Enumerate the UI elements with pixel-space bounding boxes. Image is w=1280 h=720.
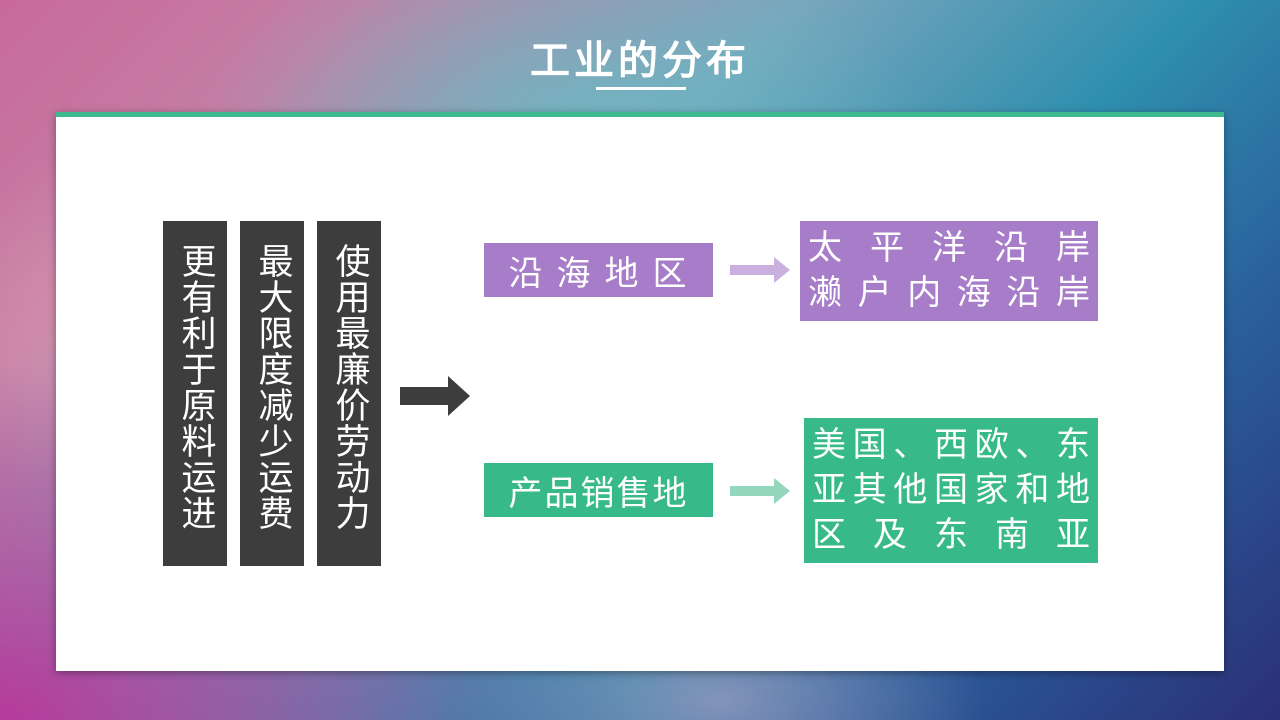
content-panel: 更有利于原料运进 最大限度减少运费 使用最廉价劳动力 沿海地区 太平洋沿岸 濑户…: [56, 112, 1224, 671]
destination-line-3: 区及东南亚: [812, 515, 1117, 555]
category-coastal: 沿海地区: [484, 243, 713, 297]
title-underline: [596, 87, 686, 90]
arrow-right-icon: [400, 376, 470, 416]
destination-line-1: 太平洋沿岸: [808, 228, 1118, 268]
arrow-right-icon: [730, 257, 790, 283]
reason-text: 更有利于原料运进: [175, 243, 216, 531]
reason-box-1: 更有利于原料运进: [163, 221, 227, 566]
category-market: 产品销售地: [484, 463, 713, 517]
reason-text: 使用最廉价劳动力: [329, 243, 370, 531]
category-label: 沿海地区: [508, 253, 701, 294]
destination-market: 美国、西欧、东 亚其他国家和地 区及东南亚: [804, 418, 1098, 563]
destination-line-2: 濑户内海沿岸: [808, 273, 1106, 313]
destination-line-2: 亚其他国家和地: [812, 470, 1097, 510]
reason-box-2: 最大限度减少运费: [240, 221, 304, 566]
arrow-right-icon: [730, 478, 790, 504]
reason-text: 最大限度减少运费: [252, 243, 293, 531]
destination-line-1: 美国、西欧、东: [812, 425, 1097, 465]
page-title: 工业的分布: [530, 38, 750, 84]
reason-box-3: 使用最廉价劳动力: [317, 221, 381, 566]
panel-accent-bar: [56, 112, 1224, 117]
destination-coastal: 太平洋沿岸 濑户内海沿岸: [800, 221, 1098, 321]
category-label: 产品销售地: [508, 473, 689, 514]
